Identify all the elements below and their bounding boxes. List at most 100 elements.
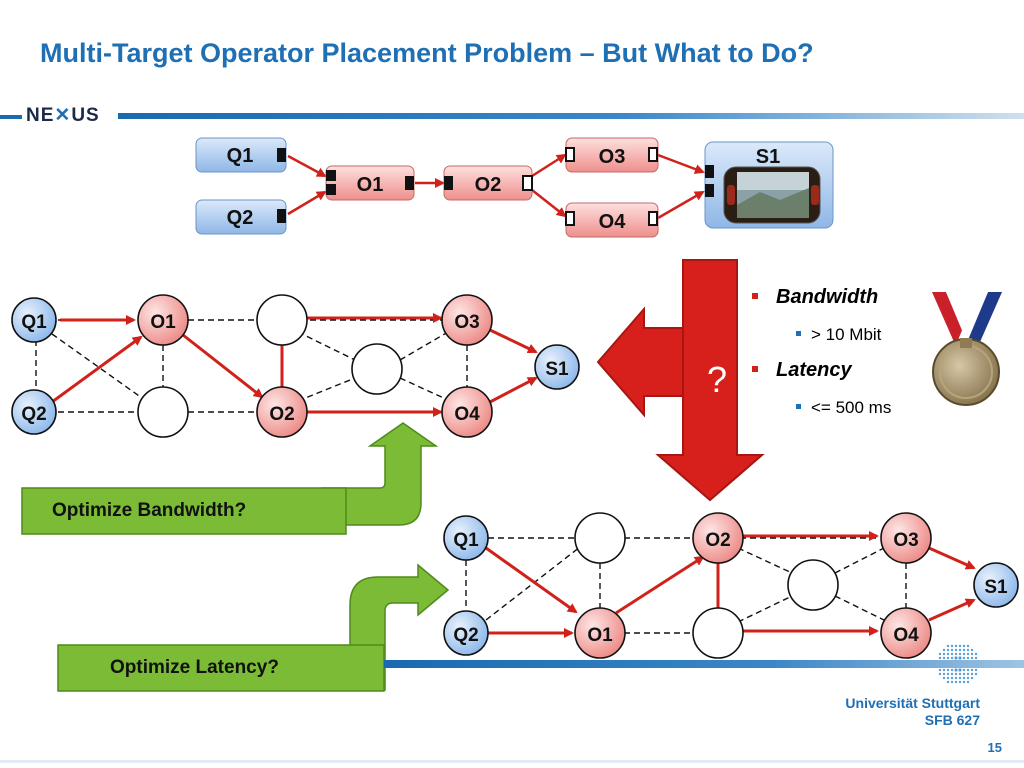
svg-text:O3: O3 (454, 312, 479, 333)
logo-dot (962, 676, 966, 680)
logo-dot (946, 656, 950, 660)
logo-dot (946, 668, 950, 672)
logo-dot (942, 668, 946, 672)
university-name: Universität Stuttgart (845, 695, 980, 711)
logo-dot (950, 672, 954, 676)
logo-dot (966, 672, 970, 676)
network-top: Q1 Q2 O1 O2 O3 O4 S1 (11, 294, 580, 438)
logo-dot (946, 676, 950, 680)
bottom-node-empty-3 (787, 559, 839, 611)
operator-box-o1: O1 (325, 165, 415, 201)
sub-bullet-icon (796, 331, 801, 337)
logo-dot (954, 680, 958, 684)
query-box-q2: Q2 (195, 199, 287, 235)
logo-dot (962, 668, 966, 672)
svg-text:O1: O1 (150, 312, 176, 333)
network-bottom: Q1 Q2 O1 O2 O3 O4 S1 (443, 512, 1019, 659)
logo-dot (970, 648, 974, 652)
logo-dot (966, 668, 970, 672)
logo-dot (966, 656, 970, 660)
logo-dot (938, 652, 942, 656)
bullet-icon (752, 292, 758, 299)
nexus-logo: NE✕US (26, 105, 100, 126)
logo-dot (966, 652, 970, 656)
top-node-o1: O1 (137, 294, 189, 346)
svg-text:Q2: Q2 (21, 404, 46, 425)
bottom-node-o4: O4 (880, 607, 932, 659)
top-node-empty-3 (351, 343, 403, 395)
logo-dot (950, 668, 954, 672)
logo-dot (974, 672, 978, 676)
logo-dot (942, 672, 946, 676)
logo-dot (954, 644, 958, 648)
bottom-node-o2: O2 (692, 512, 744, 564)
logo-dot (942, 676, 946, 680)
bottom-node-o3: O3 (880, 512, 932, 564)
bottom-node-empty-1 (574, 512, 626, 564)
header-bar (118, 113, 1024, 119)
network-top-nodes: Q1 Q2 O1 O2 O3 O4 S1 (11, 294, 580, 438)
logo-dot (942, 656, 946, 660)
logo-dot (958, 676, 962, 680)
logo-dot (962, 648, 966, 652)
logo-dot (962, 644, 966, 648)
sink-label-s1: S1 (756, 146, 780, 168)
mobile-device-icon (723, 166, 821, 224)
logo-dot (970, 652, 974, 656)
logo-dot (946, 648, 950, 652)
top-node-s1: S1 (534, 344, 580, 390)
logo-dot (942, 652, 946, 656)
logo-dot (958, 668, 962, 672)
query-label-q2: Q2 (227, 207, 254, 229)
footer-bar (384, 660, 1024, 668)
svg-text:O4: O4 (893, 625, 919, 646)
top-node-q2: Q2 (11, 389, 57, 435)
top-node-o3: O3 (441, 294, 493, 346)
logo-dot (970, 672, 974, 676)
left-arrow (596, 306, 684, 418)
logo-dot (946, 680, 950, 684)
top-node-empty-2 (256, 294, 308, 346)
logo-dot (958, 644, 962, 648)
svg-text:S1: S1 (984, 577, 1008, 598)
logo-dot (974, 668, 978, 672)
logo-dot (958, 672, 962, 676)
bottom-node-empty-2 (692, 607, 744, 659)
decision-arrows: ? (596, 259, 765, 502)
sub-bullet-icon (796, 404, 801, 410)
logo-dot (958, 648, 962, 652)
green-arrow-bandwidth (21, 422, 439, 535)
green-arrow-latency (57, 563, 450, 692)
top-node-empty-1 (137, 386, 189, 438)
operator-label-o2: O2 (475, 174, 502, 196)
logo-dot (946, 652, 950, 656)
bottom-node-o1: O1 (574, 607, 626, 659)
svg-text:O4: O4 (454, 404, 480, 425)
logo-dot (970, 668, 974, 672)
bullet-icon (752, 365, 758, 372)
operator-box-o3: O3 (565, 137, 659, 173)
logo-dot (954, 676, 958, 680)
network-bottom-nodes: Q1 Q2 O1 O2 O3 O4 S1 (443, 512, 1019, 659)
project-name: SFB 627 (924, 712, 980, 728)
network-bottom-links (465, 537, 907, 634)
logo-dot (966, 676, 970, 680)
operator-box-o2: O2 (443, 165, 533, 201)
criterion-latency-value: <= 500 ms (752, 398, 952, 418)
logo-dot (938, 672, 942, 676)
optimize-bandwidth-label: Optimize Bandwidth? (52, 500, 247, 521)
operator-label-o1: O1 (357, 174, 384, 196)
logo-dot (946, 644, 950, 648)
logo-dot (946, 672, 950, 676)
logo-dot (950, 656, 954, 660)
logo-dot (974, 656, 978, 660)
medal-icon (932, 292, 1002, 406)
logo-dot (958, 652, 962, 656)
logo-dot (970, 656, 974, 660)
query-label-q1: Q1 (227, 145, 254, 167)
down-arrow (655, 259, 765, 502)
operator-graph: Q1 Q2 O1 O2 O3 (195, 137, 834, 238)
sink-box-s1: S1 (704, 141, 834, 229)
logo-dot (950, 680, 954, 684)
